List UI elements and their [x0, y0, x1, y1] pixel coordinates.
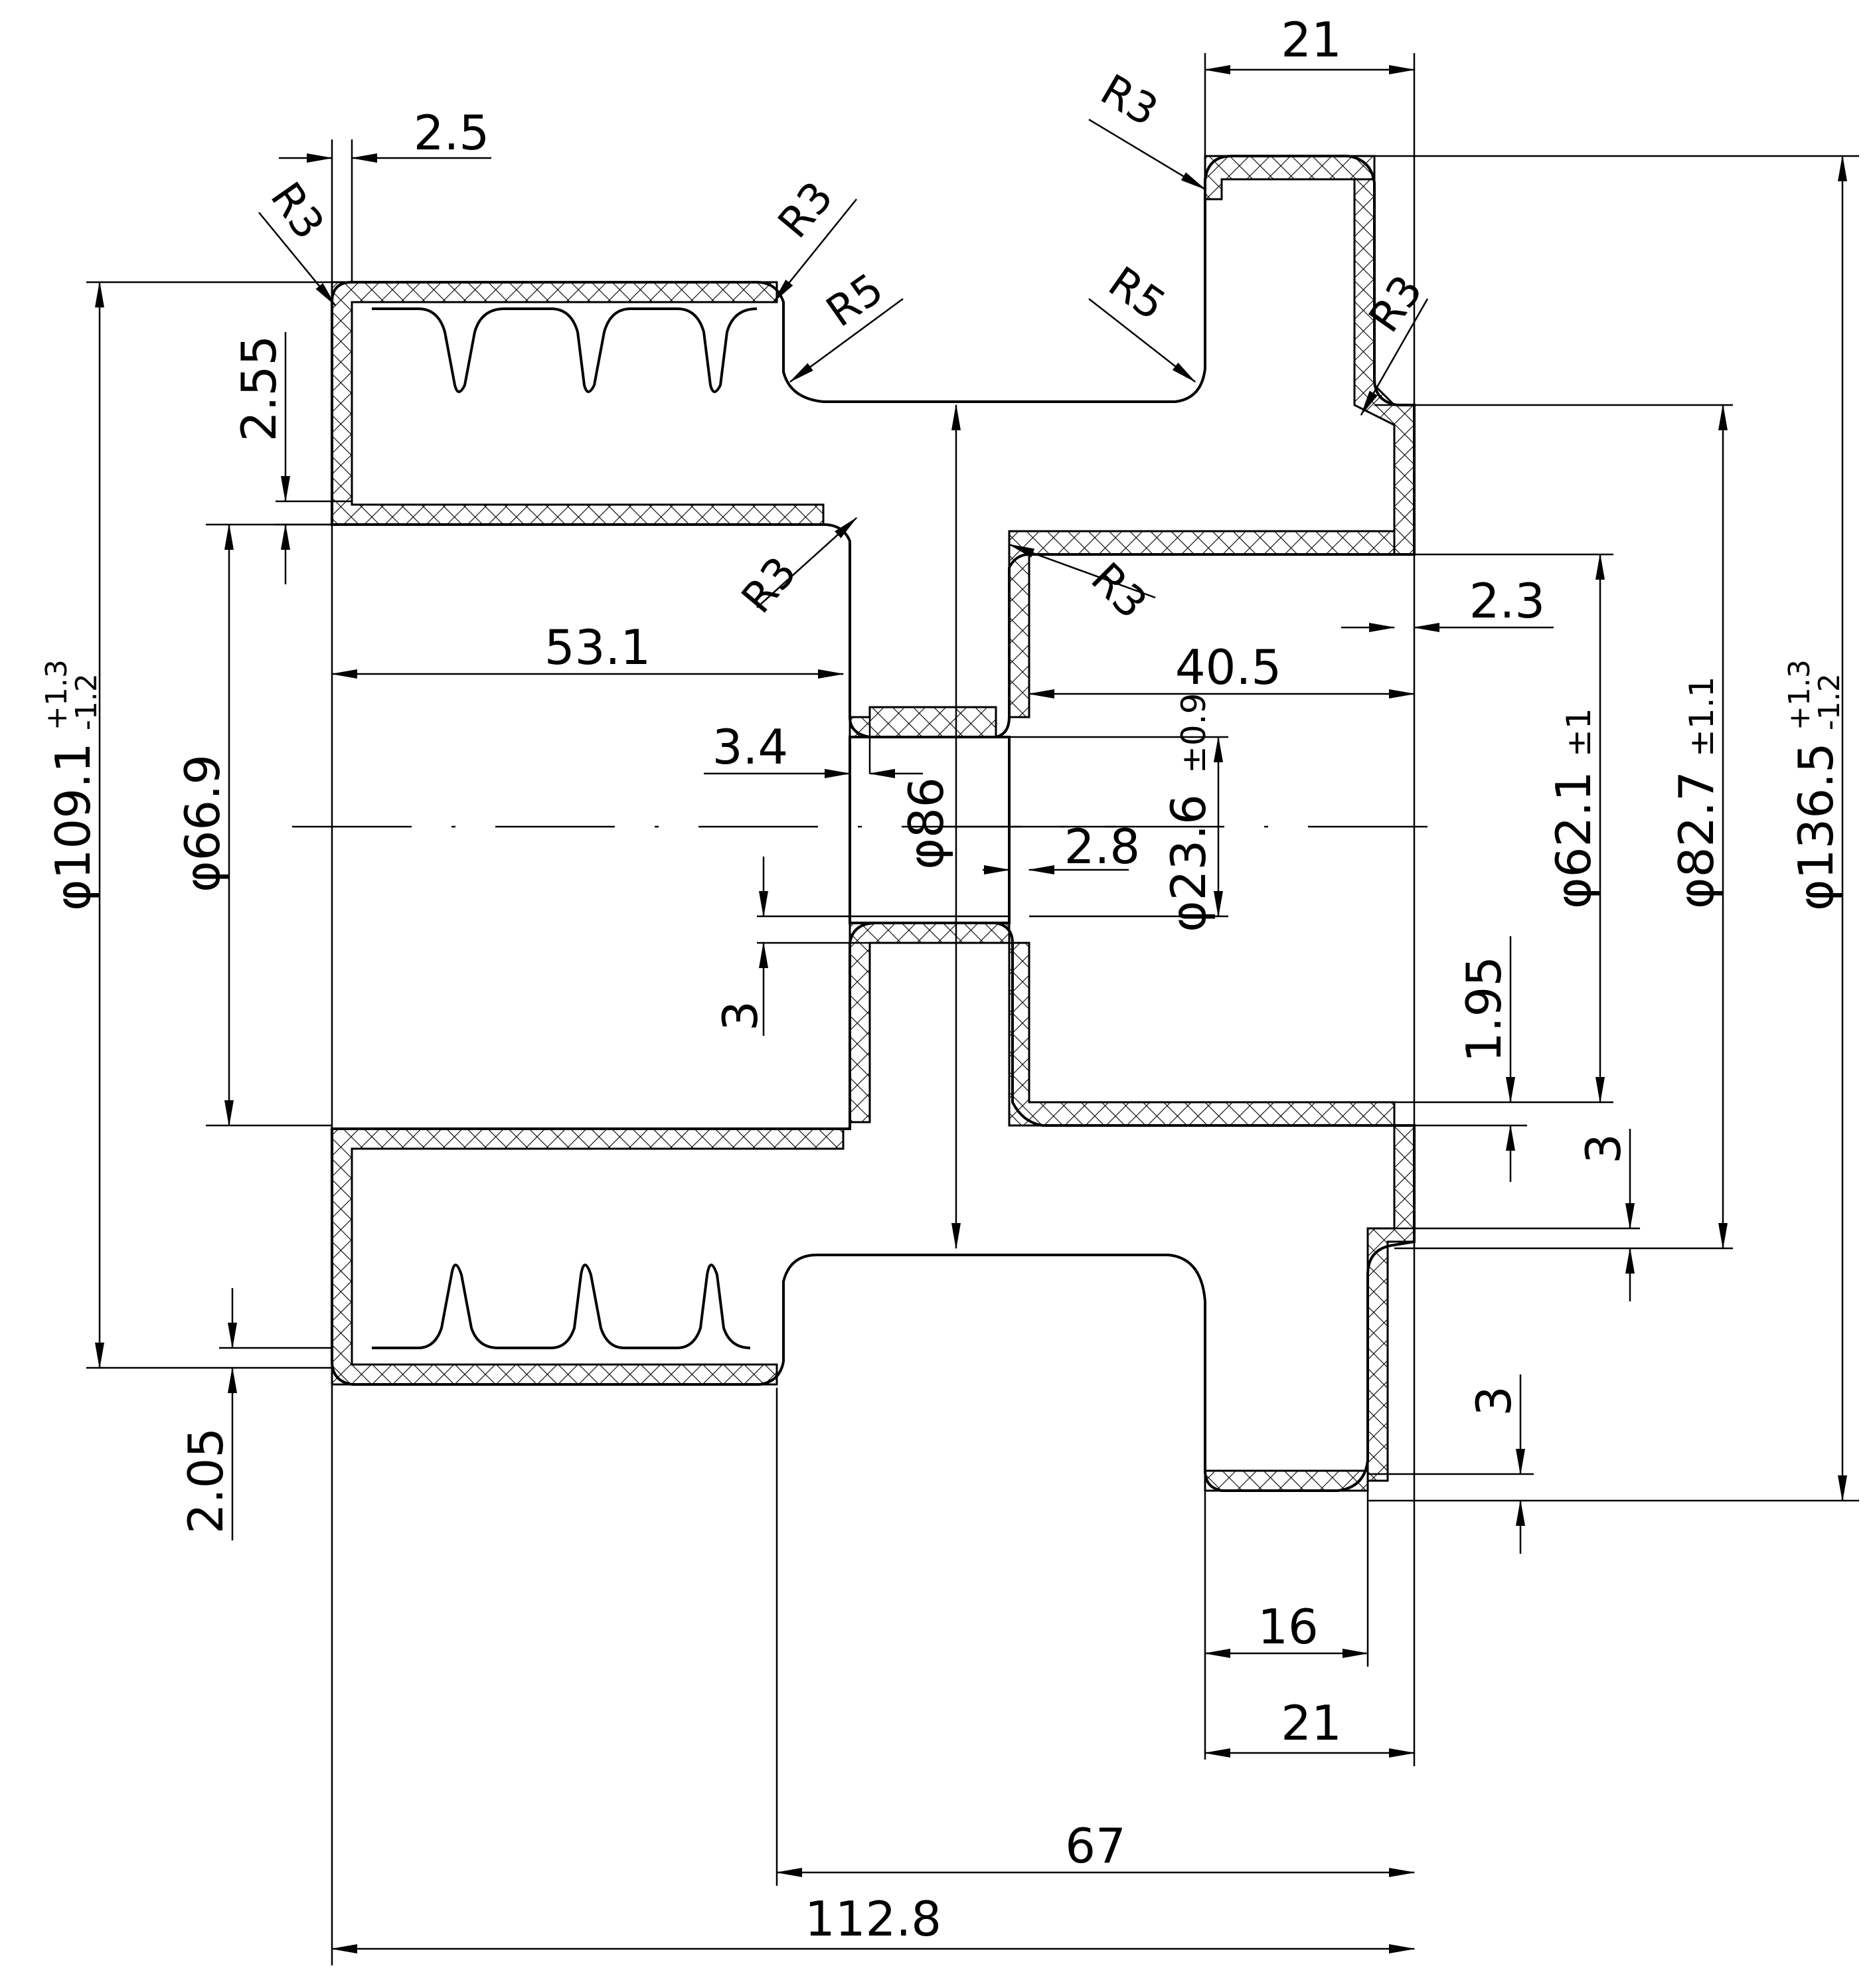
dim-web-left-thickness: 3.4	[712, 719, 789, 775]
dia-center-value: 23.6	[1161, 794, 1216, 900]
dia-right-outer: φ136.5 +1.3 -1.2	[1783, 659, 1846, 911]
radius-leaders	[258, 118, 1429, 608]
dim-flange-gap-upper: 3	[1576, 1133, 1631, 1164]
lower-rim-section	[331, 922, 1416, 1492]
dim-web-right-thickness: 2.8	[1064, 819, 1141, 874]
dia-left-bore-value: 66.9	[175, 754, 230, 861]
dim-top-flange-width: 21	[1281, 12, 1342, 68]
dim-flange-gap-lower: 3	[1466, 1386, 1522, 1416]
dia-right-bore-tol: ±1	[1560, 708, 1598, 757]
dia-web: φ86	[898, 777, 954, 869]
dia-right-hub-symbol: φ	[1669, 877, 1724, 909]
dim-flange-inner-width: 16	[1258, 1599, 1319, 1655]
coating-layer	[331, 155, 1416, 1492]
dim-bottom-flange-width: 21	[1281, 1695, 1342, 1751]
radius-r3-bore-left: R3	[732, 548, 806, 623]
lower-groove-valleys	[372, 1264, 751, 1349]
radius-r3-flange-top: R3	[1092, 65, 1166, 136]
svg-text:φ82.7: φ82.7	[1669, 771, 1724, 909]
dia-left-bore-symbol: φ	[175, 861, 230, 892]
upper-groove-valleys	[372, 307, 758, 393]
diameter-texts: φ109.1 +1.3 -1.2 φ66.9 φ86 φ23.6 ±0.9 φ6…	[40, 659, 1846, 932]
dim-web-gap: 3	[712, 1001, 768, 1031]
dim-bottom-groove-offset: 2.05	[178, 1428, 234, 1534]
dia-left-outer-value: 109.1	[45, 742, 101, 879]
dim-tip-offset: 2.5	[414, 105, 490, 161]
dia-right-bore-value: 62.1	[1546, 771, 1601, 877]
radius-r5-left: R5	[818, 264, 892, 337]
svg-text:φ62.1: φ62.1	[1546, 771, 1601, 909]
dim-groove-depth: 2.55	[231, 335, 287, 442]
dim-right-step: 2.3	[1469, 573, 1546, 629]
dimension-texts: 21 2.5 2.55 2.05 53.1 40.5 3.4 2.8 3 2.3…	[178, 12, 1631, 1947]
svg-text:φ109.1: φ109.1	[45, 742, 101, 911]
dia-right-bore: φ62.1 ±1	[1546, 708, 1601, 909]
dim-hub-length: 67	[1065, 1818, 1126, 1874]
dia-left-outer: φ109.1 +1.3 -1.2	[40, 659, 104, 911]
dia-right-outer-symbol: φ	[1788, 879, 1844, 911]
radius-r3-top-left: R3	[260, 174, 333, 248]
dia-left-outer-symbol: φ	[45, 879, 101, 911]
dim-overall-length: 112.8	[805, 1891, 941, 1947]
dia-right-outer-tol-upper: +1.3	[1783, 659, 1817, 730]
dia-right-hub-value: 82.7	[1669, 771, 1724, 877]
dia-web-value: 86	[898, 777, 954, 838]
dim-bore-right-depth: 40.5	[1175, 639, 1281, 695]
dia-right-bore-symbol: φ	[1546, 877, 1601, 909]
radius-r3-groove: R3	[769, 173, 843, 248]
dim-bore-left-depth: 53.1	[544, 620, 651, 675]
dia-right-outer-tol-lower: -1.2	[1813, 673, 1846, 730]
dia-left-outer-tol-lower: -1.2	[70, 673, 104, 730]
dia-right-hub-tol: ±1.1	[1682, 677, 1721, 757]
dia-center-symbol: φ	[1161, 900, 1216, 932]
dia-center-tol: ±0.9	[1175, 693, 1213, 774]
svg-text:φ136.5: φ136.5	[1788, 742, 1844, 911]
part-section	[331, 155, 1416, 1492]
radius-r3-bore-right: R3	[1082, 554, 1157, 629]
dia-web-symbol: φ	[898, 838, 954, 870]
dim-right-gap: 1.95	[1456, 956, 1512, 1062]
dia-left-bore: φ66.9	[175, 754, 230, 892]
dimension-geometry	[86, 53, 1859, 1965]
radius-r5-right: R5	[1100, 258, 1174, 330]
svg-text:φ23.6: φ23.6	[1161, 794, 1216, 932]
dia-center: φ23.6 ±0.9	[1161, 693, 1216, 932]
dia-right-hub: φ82.7 ±1.1	[1669, 677, 1724, 909]
dia-left-outer-tol-upper: +1.3	[40, 659, 74, 730]
dia-right-outer-value: 136.5	[1788, 742, 1844, 879]
